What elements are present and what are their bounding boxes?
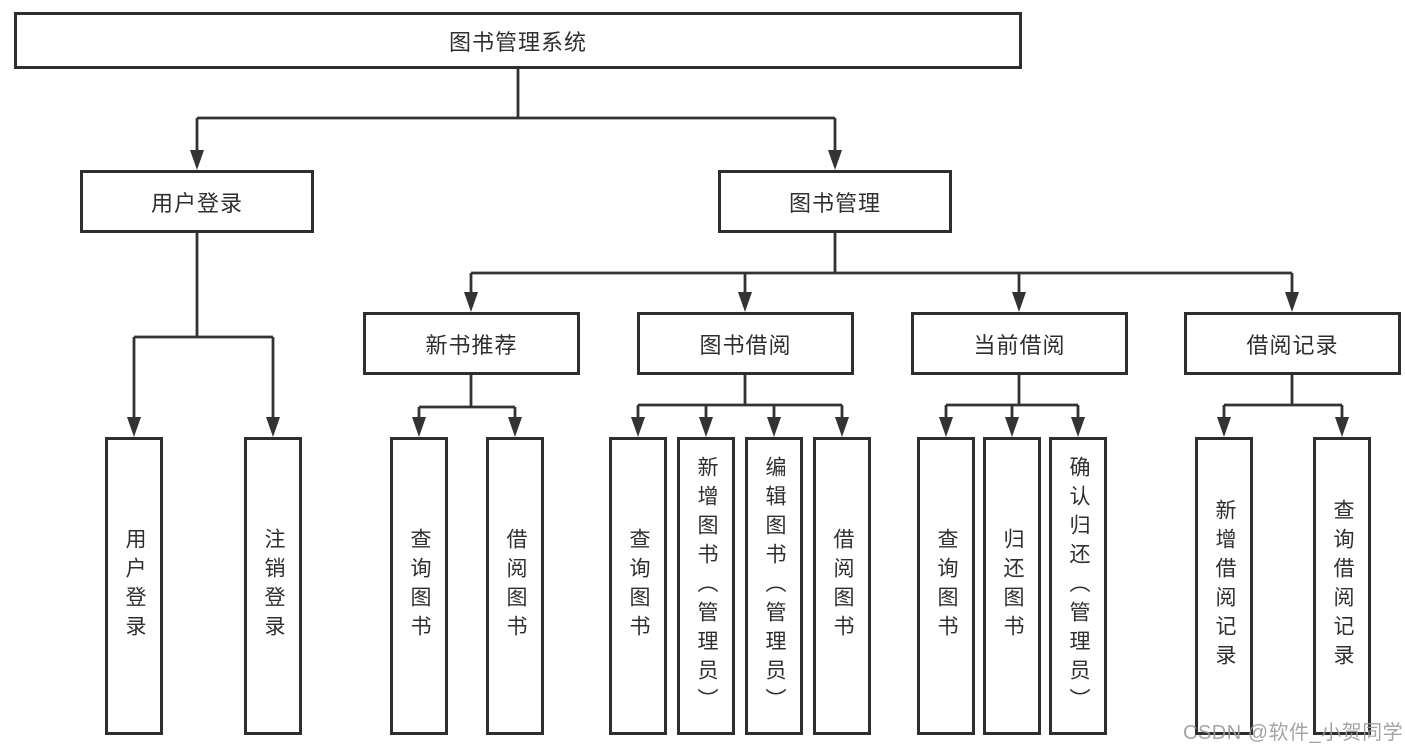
node-label: 新增借阅记录 <box>1213 499 1236 673</box>
node-label: 新书推荐 <box>425 332 518 358</box>
leaf-edit-books-admin: 编辑图书（管理员） <box>745 437 803 735</box>
leaf-borrow-books-borrowing: 借阅图书 <box>813 437 871 735</box>
leaf-query-books-recommend: 查询图书 <box>390 437 448 735</box>
node-label: 当前借阅 <box>973 332 1066 358</box>
leaf-borrow-books-recommend: 借阅图书 <box>486 437 544 735</box>
node-label: 编辑图书（管理员） <box>763 455 786 717</box>
node-label: 新增图书（管理员） <box>695 455 718 717</box>
leaf-user-login: 用户登录 <box>105 437 163 735</box>
node-label: 借阅记录 <box>1246 332 1339 358</box>
node-label: 查询图书 <box>408 528 431 644</box>
csdn-watermark: CSDN @软件_小贺同学 <box>1183 722 1404 744</box>
node-label: 确认归还（管理员） <box>1067 455 1090 717</box>
node-label: 查询图书 <box>935 528 958 644</box>
leaf-query-borrow-record: 查询借阅记录 <box>1313 437 1371 735</box>
node-label: 查询图书 <box>627 528 650 644</box>
node-label: 图书管理系统 <box>448 29 587 55</box>
node-library-system: 图书管理系统 <box>14 12 1022 69</box>
node-label: 借阅图书 <box>504 528 527 644</box>
node-user-login-group: 用户登录 <box>80 170 314 233</box>
leaf-logout: 注销登录 <box>244 437 302 735</box>
node-label: 查询借阅记录 <box>1331 499 1354 673</box>
node-label: 借阅图书 <box>831 528 854 644</box>
leaf-query-books-borrowing: 查询图书 <box>609 437 667 735</box>
node-current-borrowing: 当前借阅 <box>911 312 1128 375</box>
leaf-query-books-current: 查询图书 <box>917 437 975 735</box>
node-new-book-recommend: 新书推荐 <box>363 312 580 375</box>
node-label: 用户登录 <box>150 190 243 216</box>
leaf-return-books: 归还图书 <box>983 437 1041 735</box>
leaf-add-books-admin: 新增图书（管理员） <box>677 437 735 735</box>
node-book-management: 图书管理 <box>718 170 952 233</box>
leaf-add-borrow-record: 新增借阅记录 <box>1195 437 1253 735</box>
node-label: 图书管理 <box>788 190 881 216</box>
leaf-confirm-return-admin: 确认归还（管理员） <box>1049 437 1107 735</box>
node-label: 注销登录 <box>262 528 285 644</box>
node-book-borrowing: 图书借阅 <box>637 312 854 375</box>
node-label: 归还图书 <box>1001 528 1024 644</box>
node-borrow-records: 借阅记录 <box>1184 312 1401 375</box>
node-label: 用户登录 <box>123 528 146 644</box>
node-label: 图书借阅 <box>699 332 792 358</box>
